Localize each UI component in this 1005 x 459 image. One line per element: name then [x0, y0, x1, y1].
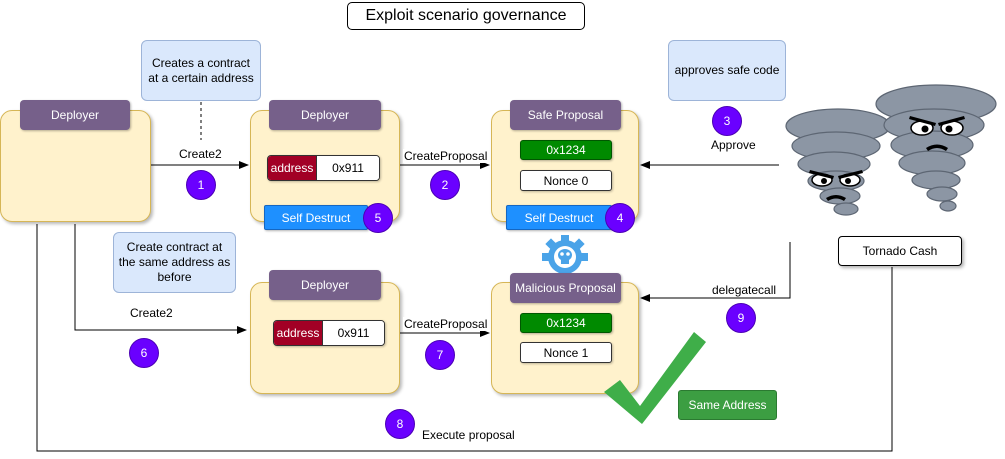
step-9-marker: 9	[726, 303, 756, 333]
malicious-proposal-header: Malicious Proposal	[510, 273, 621, 303]
safe-proposal-value: 0x1234	[520, 140, 612, 160]
address-value: 0x911	[322, 321, 384, 345]
deployer-bottom-address: address 0x911	[273, 320, 385, 346]
gear-skull-icon	[542, 235, 588, 277]
arrow-delegatecall	[640, 242, 791, 302]
step-6-marker: 6	[129, 338, 159, 368]
tornado-cash-box: Tornado Cash	[838, 236, 962, 266]
label-delegatecall: delegatecall	[711, 283, 778, 297]
execute-proposal-line	[36, 224, 893, 452]
step-8-marker: 8	[385, 409, 415, 439]
note-create-contract: Creates a contract at a certain address	[141, 40, 261, 101]
arrow-create2-bottom	[74, 224, 247, 334]
diagram-title: Exploit scenario governance	[347, 2, 585, 30]
deployer-bottom-header: Deployer	[269, 270, 381, 300]
same-address-badge: Same Address	[678, 390, 777, 420]
label-create2-top: Create2	[178, 147, 223, 161]
tornado-icon	[785, 84, 997, 216]
deployer-top-address: address 0x911	[267, 155, 380, 181]
step-4-marker: 4	[605, 203, 635, 233]
safe-proposal-header: Safe Proposal	[510, 100, 621, 130]
address-key: address	[274, 321, 322, 345]
malicious-proposal-nonce: Nonce 1	[520, 342, 612, 363]
note-approves: approves safe code	[668, 40, 786, 101]
label-createproposal-top: CreateProposal	[403, 149, 489, 163]
malicious-proposal-value: 0x1234	[520, 313, 612, 333]
safe-proposal-nonce: Nonce 0	[520, 170, 612, 191]
label-approve: Approve	[710, 138, 757, 152]
step-7-marker: 7	[425, 340, 455, 370]
label-create2-bottom: Create2	[129, 306, 174, 320]
check-mark-icon	[604, 332, 706, 424]
self-destruct-safe-button[interactable]: Self Destruct	[506, 205, 612, 230]
step-3-marker: 3	[712, 106, 742, 136]
address-value: 0x911	[316, 156, 379, 180]
label-createproposal-bottom: CreateProposal	[403, 317, 489, 331]
address-key: address	[268, 156, 316, 180]
step-1-marker: 1	[186, 170, 216, 200]
step-5-marker: 5	[363, 203, 393, 233]
deployer-top-header: Deployer	[269, 100, 381, 130]
label-execute-proposal: Execute proposal	[421, 428, 516, 442]
deployer-main-header: Deployer	[20, 100, 130, 130]
note-create-same: Create contract at the same address as b…	[113, 232, 236, 293]
step-2-marker: 2	[430, 170, 460, 200]
self-destruct-top-button[interactable]: Self Destruct	[264, 205, 368, 230]
